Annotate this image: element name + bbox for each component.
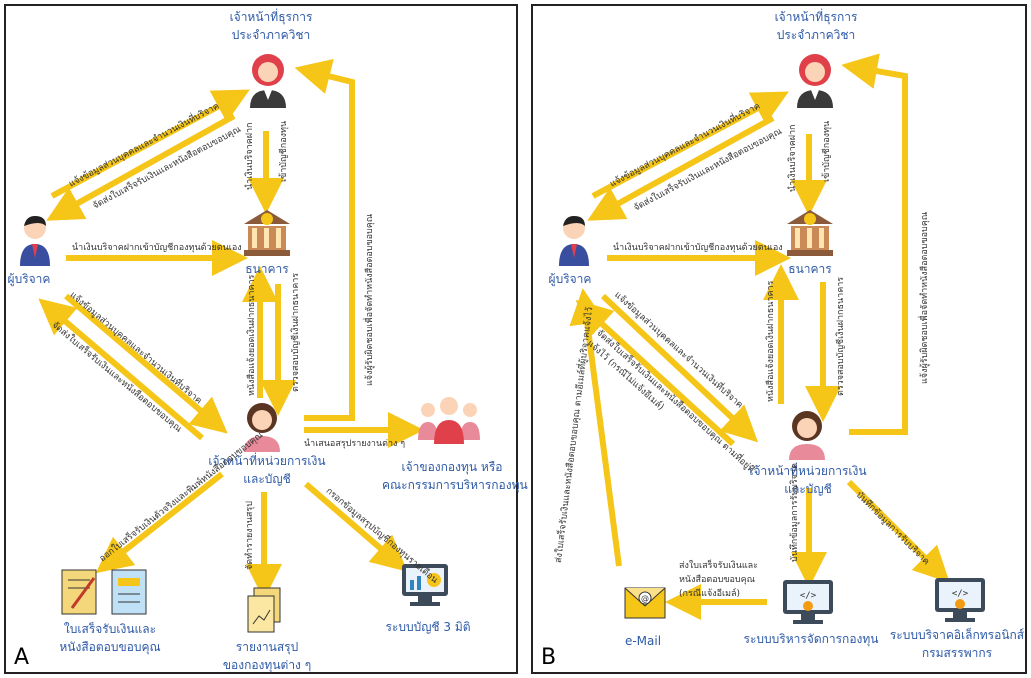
report-icon bbox=[247, 587, 281, 633]
b-text-donor-to-bank: นำเงินบริจาคฝากเข้าบัญชีกองทุนด้วยตนเอง bbox=[613, 243, 783, 253]
text-bank-to-finance: ตรวจสอบบัญชีเงินฝากธนาคาร bbox=[291, 272, 301, 392]
panel-b: เจ้าหน้าที่ธุรการประจำภาควิชา ผู้บริจาค … bbox=[531, 4, 1027, 674]
receipt-icon bbox=[61, 569, 147, 615]
report-label: รายงานสรุปของกองทุนต่าง ๆ bbox=[222, 640, 312, 672]
panel-a-corner-label: A bbox=[14, 645, 30, 670]
finance-officer-label: เจ้าหน้าที่หน่วยการเงินและบัญชี bbox=[208, 454, 326, 486]
text-finance-to-bank: หนังสือแจ้งยอดเงินฝากธนาคาร bbox=[247, 274, 257, 396]
b-text-finance-to-system: บันทึกข้อมูลการรับบริจาค bbox=[790, 462, 800, 562]
arrow-b-finance-to-edonation bbox=[846, 479, 950, 583]
fund-owner-label: เจ้าของกองทุน หรือคณะกรรมการบริหารกองทุน bbox=[382, 460, 528, 492]
fund-system-label: ระบบบริหารจัดการกองทุน bbox=[743, 632, 879, 646]
finance-officer-icon bbox=[244, 403, 280, 452]
b-finance-officer-label: เจ้าหน้าที่หน่วยการเงินและบัญชี bbox=[749, 464, 867, 496]
arrow-finance-to-staff bbox=[294, 58, 355, 421]
b-staff-dept-icon bbox=[797, 54, 833, 108]
b-text-staff-to-bank: นำเงินบริจาคฝาก bbox=[788, 124, 798, 193]
fund-owner-icon bbox=[418, 397, 480, 444]
arrow-finance-to-accounting bbox=[304, 481, 408, 572]
text-staff-to-bank: นำเงินบริจาคฝาก bbox=[245, 122, 255, 191]
arrow-finance-to-receipt bbox=[95, 471, 224, 574]
text-finance-to-report: จัดทำรายงานสรุป bbox=[245, 501, 255, 570]
b-text-finance-to-bank: หนังสือแจ้งยอดเงินฝากธนาคาร bbox=[766, 280, 776, 402]
edonation-label: ระบบบริจาคอิเล็กทรอนิกส์กรมสรรพากร bbox=[889, 628, 1025, 660]
b-text-bank-to-finance: ตรวจสอบบัญชีเงินฝากธนาคาร bbox=[836, 276, 846, 396]
b-text-system-to-email: ส่งใบเสร็จรับเงินและหนังสือตอบขอบคุณ (กร… bbox=[679, 561, 758, 599]
text-finance-to-staff: แจ้งผู้รับผิดชอบเพื่อจัดทำหนังสือตอบขอบค… bbox=[365, 213, 375, 386]
email-label: e-Mail bbox=[624, 634, 662, 648]
panel-b-corner-label: B bbox=[541, 645, 557, 670]
b-finance-officer-icon bbox=[789, 411, 825, 460]
arrow-b-staff-to-donor bbox=[587, 115, 775, 221]
svg-text:</>: </> bbox=[952, 589, 969, 599]
svg-text:</>: </> bbox=[800, 591, 817, 601]
arrow-b-donor-to-finance bbox=[600, 293, 759, 443]
text-bank-to-staff: เข้าบัญชีกองทุน bbox=[279, 120, 289, 182]
svg-text:@: @ bbox=[641, 594, 649, 603]
donor-label: ผู้บริจาค bbox=[7, 272, 51, 286]
accounting-icon bbox=[402, 564, 448, 606]
panel-a: เจ้าหน้าที่ธุรการประจำภาควิชา ผู้บริจาค … bbox=[4, 4, 528, 674]
arrow-b-email-to-donor bbox=[569, 288, 622, 567]
arrow-donor-to-staff bbox=[50, 89, 250, 199]
panel-a-arrows bbox=[38, 58, 424, 600]
bank-label: ธนาคาร bbox=[245, 262, 289, 276]
arrow-staff-to-donor bbox=[46, 113, 236, 221]
arrow-donor-to-finance bbox=[64, 293, 228, 434]
email-icon: @ bbox=[624, 587, 666, 619]
b-donor-icon bbox=[559, 216, 589, 266]
b-text-finance-to-staff: แจ้งผู้รับผิดชอบเพื่อจัดทำหนังสือตอบขอบค… bbox=[920, 211, 930, 384]
b-donor-label: ผู้บริจาค bbox=[548, 272, 592, 286]
fund-system-icon: </> bbox=[783, 580, 833, 624]
b-staff-dept-label: เจ้าหน้าที่ธุรการประจำภาควิชา bbox=[774, 10, 858, 42]
edonation-icon: </> bbox=[935, 578, 985, 622]
staff-dept-icon bbox=[250, 54, 286, 108]
arrow-b-finance-to-staff bbox=[841, 53, 908, 435]
arrow-b-donor-to-staff bbox=[591, 91, 789, 199]
receipt-label: ใบเสร็จรับเงินและหนังสือตอบขอบคุณ bbox=[59, 622, 161, 654]
arrow-b-finance-to-donor bbox=[575, 299, 736, 447]
b-bank-label: ธนาคาร bbox=[788, 262, 832, 276]
arrow-finance-to-donor bbox=[38, 298, 204, 441]
text-finance-to-owner: นำเสนอสรุปรายงานต่าง ๆ bbox=[304, 439, 406, 449]
bank-icon bbox=[244, 210, 290, 256]
b-bank-icon bbox=[787, 210, 833, 256]
donor-icon bbox=[20, 216, 50, 266]
text-donor-to-bank: นำเงินบริจาคฝากเข้าบัญชีกองทุนด้วยตนเอง bbox=[72, 243, 242, 253]
b-text-bank-to-staff: เข้าบัญชีกองทุน bbox=[822, 120, 832, 182]
staff-dept-label: เจ้าหน้าที่ธุรการประจำภาควิชา bbox=[229, 10, 313, 42]
accounting-label: ระบบบัญชี 3 มิติ bbox=[385, 620, 471, 634]
panel-b-arrows bbox=[569, 53, 950, 620]
